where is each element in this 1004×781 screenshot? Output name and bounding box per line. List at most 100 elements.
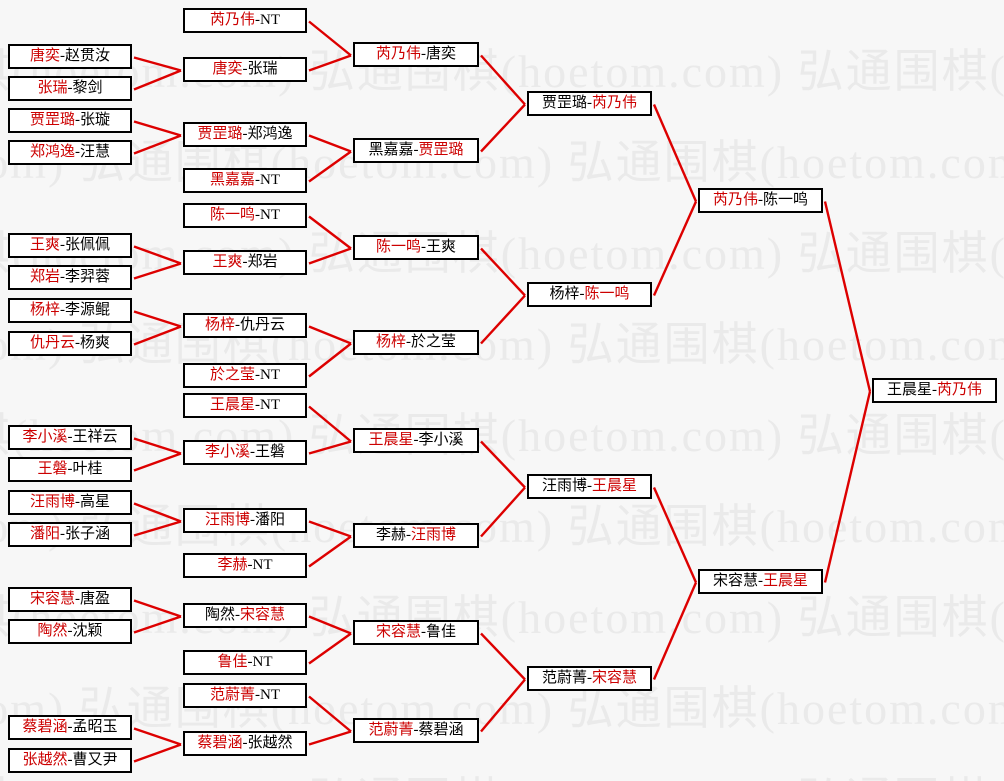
player-name-right: NT [260,12,280,28]
match-box-r1-8: 仇丹云-杨爽 [8,331,132,356]
player-name-left: 贾罡璐 [197,126,243,142]
player-name-right: 王晨星 [592,478,638,494]
player-name-right: 赵贯汝 [65,48,111,64]
player-name-right: 张佩佩 [65,237,111,253]
name-separator: - [587,95,592,111]
bracket-connector-line [480,440,526,489]
bracket-connector-line [133,120,182,137]
name-separator: - [247,557,253,573]
player-name-left: 唐奕 [29,48,60,64]
name-separator: - [255,687,260,703]
watermark-text: 弘通围棋(hoetom.com) 弘通围棋(hoetom.com) 弘通围棋(h… [0,592,1004,643]
player-name-left: 仇丹云 [29,335,75,351]
bracket-connector-line [308,247,352,265]
match-box-r1-1: 唐奕-赵贯汝 [8,44,132,69]
player-name-left: 唐奕 [212,61,243,77]
player-name-left: 汪雨博 [204,512,250,528]
bracket-connector-line [308,325,352,345]
bracket-connector-line [652,201,698,296]
name-separator: - [67,461,73,477]
bracket-connector-line [652,104,698,202]
match-box-r2-8: 於之莹-NT [183,363,307,388]
bracket-connector-line [308,54,352,72]
match-box-r1-10: 王磐-叶桂 [8,457,132,482]
match-box-r1-15: 蔡碧涵-孟昭玉 [8,715,132,740]
match-box-r3-7: 宋容慧-鲁佳 [353,620,479,645]
player-name-right: NT [260,172,280,188]
bracket-connector-line [823,391,872,583]
player-name-right: 沈颖 [72,623,103,639]
name-separator: - [60,269,65,285]
player-name-left: 范蔚菁 [368,722,414,738]
name-separator: - [75,335,80,351]
match-box-r4-3: 汪雨博-王晨星 [527,474,652,499]
bracket-connector-line [308,440,352,455]
bracket-connector-line [133,437,182,455]
bracket-connector-line [480,486,526,538]
watermark-text: 弘通围棋(hoetom.com) 弘通围棋(hoetom.com) 弘通围棋(h… [0,46,1004,97]
player-name-right: 贾罡璐 [418,142,464,158]
match-box-r2-2: 唐奕-张瑞 [183,57,307,82]
bracket-connector-line [133,134,182,155]
name-separator: - [60,526,65,542]
player-name-left: 陈一鸣 [209,207,255,223]
bracket-connector-line [480,678,526,733]
bracket-connector-line [308,520,352,538]
player-name-left: 郑岩 [29,269,60,285]
match-box-r3-1: 芮乃伟-唐奕 [353,42,479,67]
bracket-connector-line [133,325,182,346]
player-name-left: 黑嘉嘉 [368,142,414,158]
name-separator: - [255,367,260,383]
bracket-connector-line [308,134,352,153]
player-name-left: 於之莹 [209,367,255,383]
bracket-connector-line [133,502,182,523]
match-box-r3-5: 王晨星-李小溪 [353,428,479,453]
bracket-connector-line [308,632,352,665]
player-name-left: 陈一鸣 [375,239,421,255]
bracket-connector-line [652,582,698,680]
player-name-right: 王晨星 [763,573,809,589]
player-name-right: 曹又尹 [72,752,118,768]
name-separator: - [406,527,411,543]
name-separator: - [255,12,260,28]
player-name-left: 潘阳 [29,526,60,542]
bracket-connector-line [133,615,182,634]
name-separator: - [758,192,763,208]
match-box-r2-7: 杨梓-仇丹云 [183,313,307,338]
match-box-r2-4: 黑嘉嘉-NT [183,168,307,193]
match-box-r1-4: 郑鸿逸-汪慧 [8,140,132,165]
match-box-r3-3: 陈一鸣-王爽 [353,235,479,260]
name-separator: - [75,494,80,510]
bracket-connector-line [652,487,698,583]
match-box-r2-15: 范蔚菁-NT [183,683,307,708]
player-name-left: 王爽 [212,254,243,270]
name-separator: - [242,254,248,270]
match-box-r2-10: 李小溪-王磐 [183,440,307,465]
watermark-text: 弘通围棋(hoetom.com) 弘通围棋(hoetom.com) 弘通围棋(h… [0,763,1004,781]
player-name-left: 张瑞 [37,80,68,96]
player-name-left: 李赫 [217,557,248,573]
match-box-r1-12: 潘阳-张子涵 [8,522,132,547]
player-name-right: 张璇 [80,112,111,128]
name-separator: - [587,478,592,494]
match-box-r2-1: 芮乃伟-NT [183,8,307,33]
player-name-left: 李赫 [375,527,406,543]
player-name-right: 陈一鸣 [763,192,809,208]
player-name-left: 王爽 [29,237,60,253]
name-separator: - [758,573,763,589]
match-box-r1-2: 张瑞-黎剑 [8,76,132,101]
player-name-left: 郑鸿逸 [29,144,75,160]
player-name-right: 张瑞 [247,61,278,77]
match-box-r1-6: 郑岩-李羿蓉 [8,265,132,290]
player-name-right: NT [260,367,280,383]
name-separator: - [421,46,426,62]
player-name-left: 王晨星 [368,432,414,448]
bracket-connector-line [308,342,352,378]
bracket-connector-line [133,69,182,91]
match-box-r6-1: 王晨星-芮乃伟 [872,378,997,403]
player-name-right: NT [260,687,280,703]
bracket-connector-line [480,247,526,297]
bracket-connector-line [133,452,182,472]
player-name-left: 王晨星 [886,382,932,398]
name-separator: - [75,144,80,160]
